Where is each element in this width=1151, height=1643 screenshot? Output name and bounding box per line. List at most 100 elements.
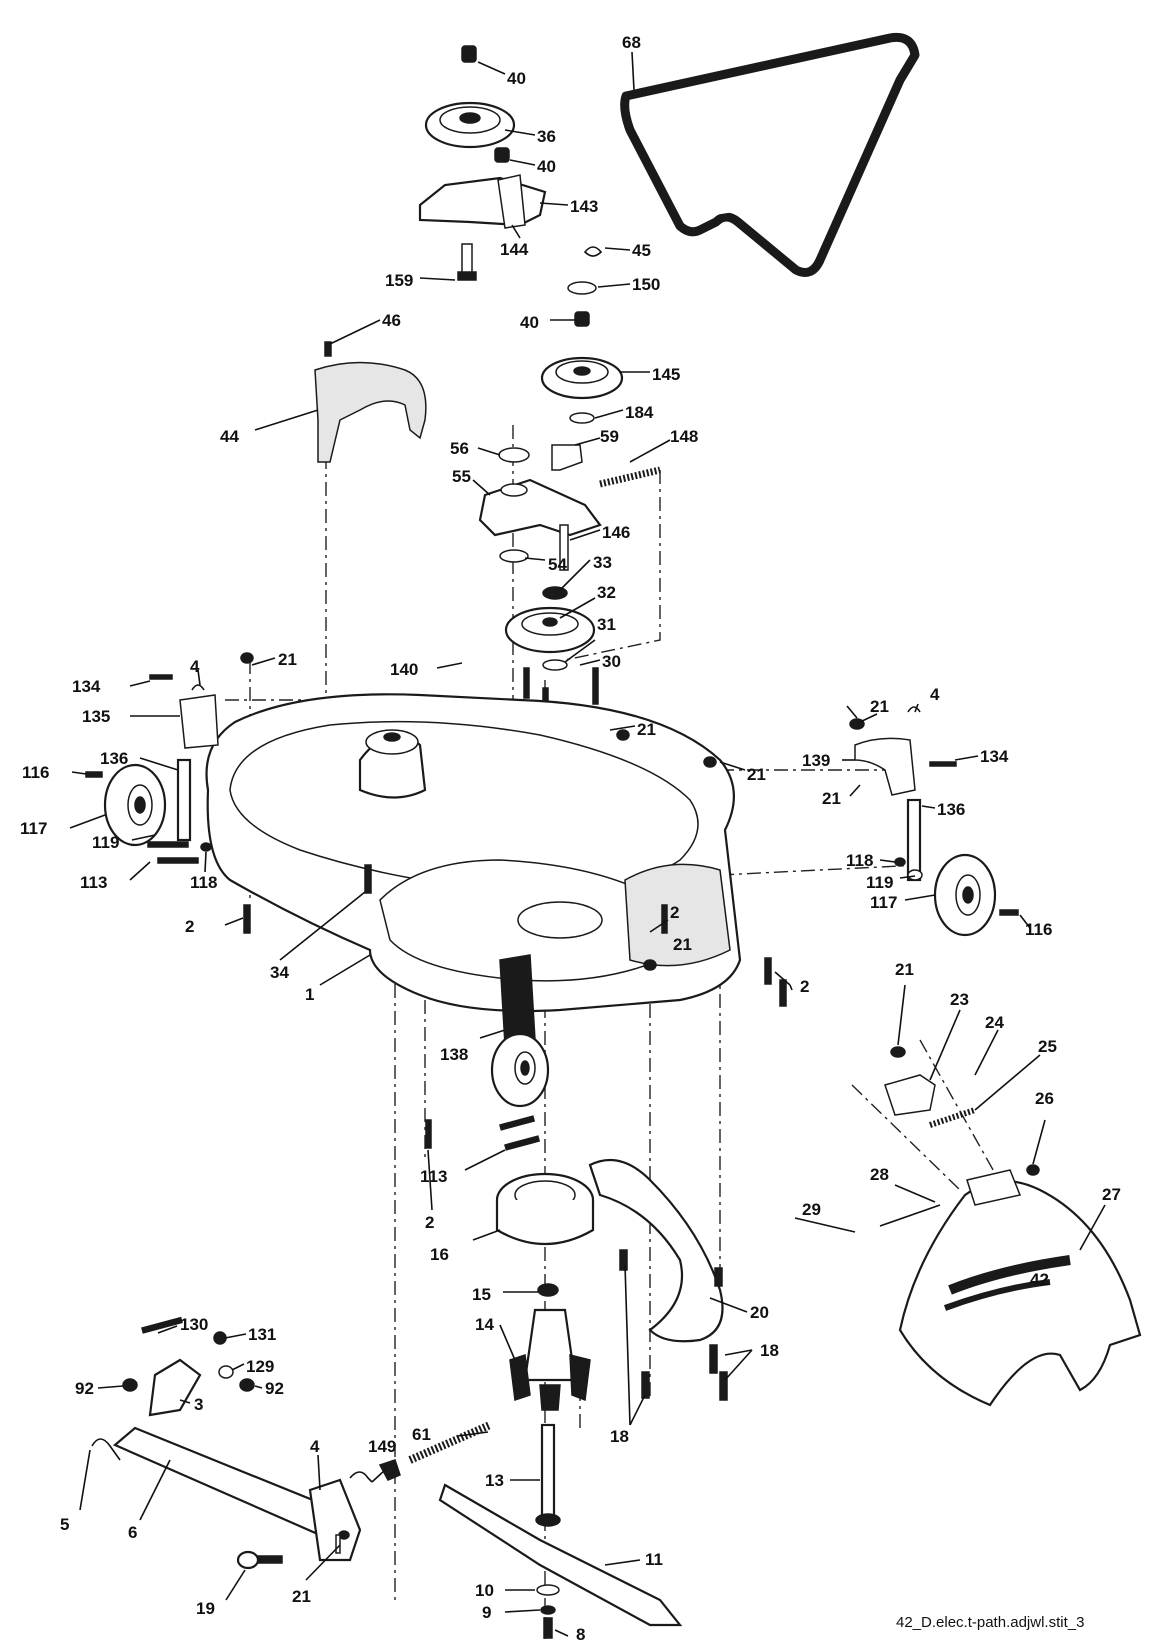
label-21f: 21 — [673, 935, 692, 954]
right-wheel-assembly — [849, 706, 1019, 937]
bearing-15 — [537, 1283, 559, 1297]
lift-arm-6 — [112, 1426, 327, 1537]
alignment-lines — [225, 425, 1011, 1640]
bracket-59 — [551, 444, 583, 471]
label-145: 145 — [652, 365, 680, 384]
label-119a: 119 — [92, 833, 119, 852]
label-148: 148 — [670, 427, 698, 446]
label-116a: 116 — [22, 763, 49, 782]
nut-40-mid — [494, 147, 510, 163]
bracket-143 — [418, 176, 547, 227]
label-92b: 92 — [265, 1379, 284, 1398]
label-61: 61 — [412, 1425, 431, 1444]
label-10: 10 — [475, 1581, 494, 1600]
drive-pulley — [504, 586, 599, 719]
bolt-2c — [425, 1119, 432, 1149]
bolt-146 — [559, 524, 569, 571]
label-40b: 40 — [537, 157, 556, 176]
label-46: 46 — [382, 311, 401, 330]
washer-56 — [498, 447, 530, 463]
spring-148 — [599, 466, 661, 488]
label-113b: 113 — [420, 1167, 447, 1186]
label-26: 26 — [1035, 1089, 1054, 1108]
belt-guard-44 — [314, 341, 427, 463]
label-135: 135 — [82, 707, 110, 726]
lift-linkage — [91, 1316, 492, 1570]
label-11: 11 — [645, 1550, 663, 1569]
bracket-136-right — [906, 798, 922, 882]
label-20: 20 — [750, 1303, 769, 1322]
label-116b: 116 — [1025, 920, 1052, 939]
bolt-8 — [543, 1617, 553, 1639]
label-21c: 21 — [747, 765, 766, 784]
label-118a: 118 — [190, 873, 217, 892]
label-21g: 21 — [895, 960, 914, 979]
label-146: 146 — [602, 523, 630, 542]
label-34: 34 — [270, 963, 289, 982]
label-21b: 21 — [637, 720, 656, 739]
label-28: 28 — [870, 1165, 889, 1184]
bolt-159 — [461, 243, 473, 275]
left-wheel-assembly — [85, 652, 254, 864]
part-labels: 40 68 36 40 143 144 159 45 150 40 46 145… — [20, 33, 1121, 1643]
label-4a: 4 — [190, 657, 200, 676]
nut-33 — [542, 586, 568, 600]
label-68: 68 — [622, 33, 641, 52]
front-wheel-assembly — [490, 1032, 550, 1151]
shaft-13 — [540, 1423, 556, 1522]
label-19: 19 — [196, 1599, 215, 1618]
washer-31 — [542, 659, 568, 671]
label-149: 149 — [368, 1437, 396, 1456]
label-118b: 118 — [846, 851, 873, 870]
label-134a: 134 — [72, 677, 101, 696]
label-54: 54 — [548, 555, 567, 574]
bracket-144 — [497, 174, 526, 229]
label-14: 14 — [475, 1315, 494, 1334]
deck-hardware — [243, 729, 787, 1149]
label-30: 30 — [602, 652, 621, 671]
label-4c: 4 — [310, 1437, 320, 1456]
label-15: 15 — [472, 1285, 491, 1304]
nut-40-center — [574, 311, 590, 327]
label-143: 143 — [570, 197, 598, 216]
label-5: 5 — [60, 1515, 69, 1534]
label-2a: 2 — [185, 917, 194, 936]
label-136a: 136 — [100, 749, 128, 768]
label-8: 8 — [576, 1625, 585, 1643]
bolt-34 — [364, 864, 372, 894]
bracket-3 — [148, 1358, 202, 1417]
label-36: 36 — [537, 127, 556, 146]
label-40a: 40 — [507, 69, 526, 88]
label-130: 130 — [180, 1315, 208, 1334]
label-25: 25 — [1038, 1037, 1057, 1056]
blade-11 — [438, 1483, 683, 1627]
label-1: 1 — [305, 985, 314, 1004]
label-40c: 40 — [520, 313, 539, 332]
washer-54 — [499, 549, 529, 563]
blade-spindle-assembly — [438, 1172, 683, 1639]
label-3: 3 — [194, 1395, 203, 1414]
nut-40-top — [461, 45, 477, 63]
label-18a: 18 — [610, 1427, 629, 1446]
label-55: 55 — [452, 467, 471, 486]
label-129: 129 — [246, 1357, 274, 1376]
idler-pulley-assembly — [418, 45, 547, 281]
deflector-decal: 42 — [1030, 1270, 1049, 1289]
washer-150 — [567, 281, 597, 295]
label-29: 29 — [802, 1200, 821, 1219]
label-134b: 134 — [980, 747, 1009, 766]
label-140: 140 — [390, 660, 418, 679]
bracket-23 — [884, 1074, 936, 1116]
label-117a: 117 — [20, 819, 47, 838]
bracket-136-left — [176, 758, 192, 842]
label-9: 9 — [482, 1603, 491, 1622]
label-139: 139 — [802, 751, 830, 770]
washer-9 — [540, 1605, 556, 1615]
label-2b: 2 — [670, 903, 679, 922]
label-21d: 21 — [870, 697, 889, 716]
label-159: 159 — [385, 271, 413, 290]
label-113a: 113 — [80, 873, 107, 892]
label-27: 27 — [1102, 1185, 1121, 1204]
center-pulley-stack — [540, 246, 624, 424]
